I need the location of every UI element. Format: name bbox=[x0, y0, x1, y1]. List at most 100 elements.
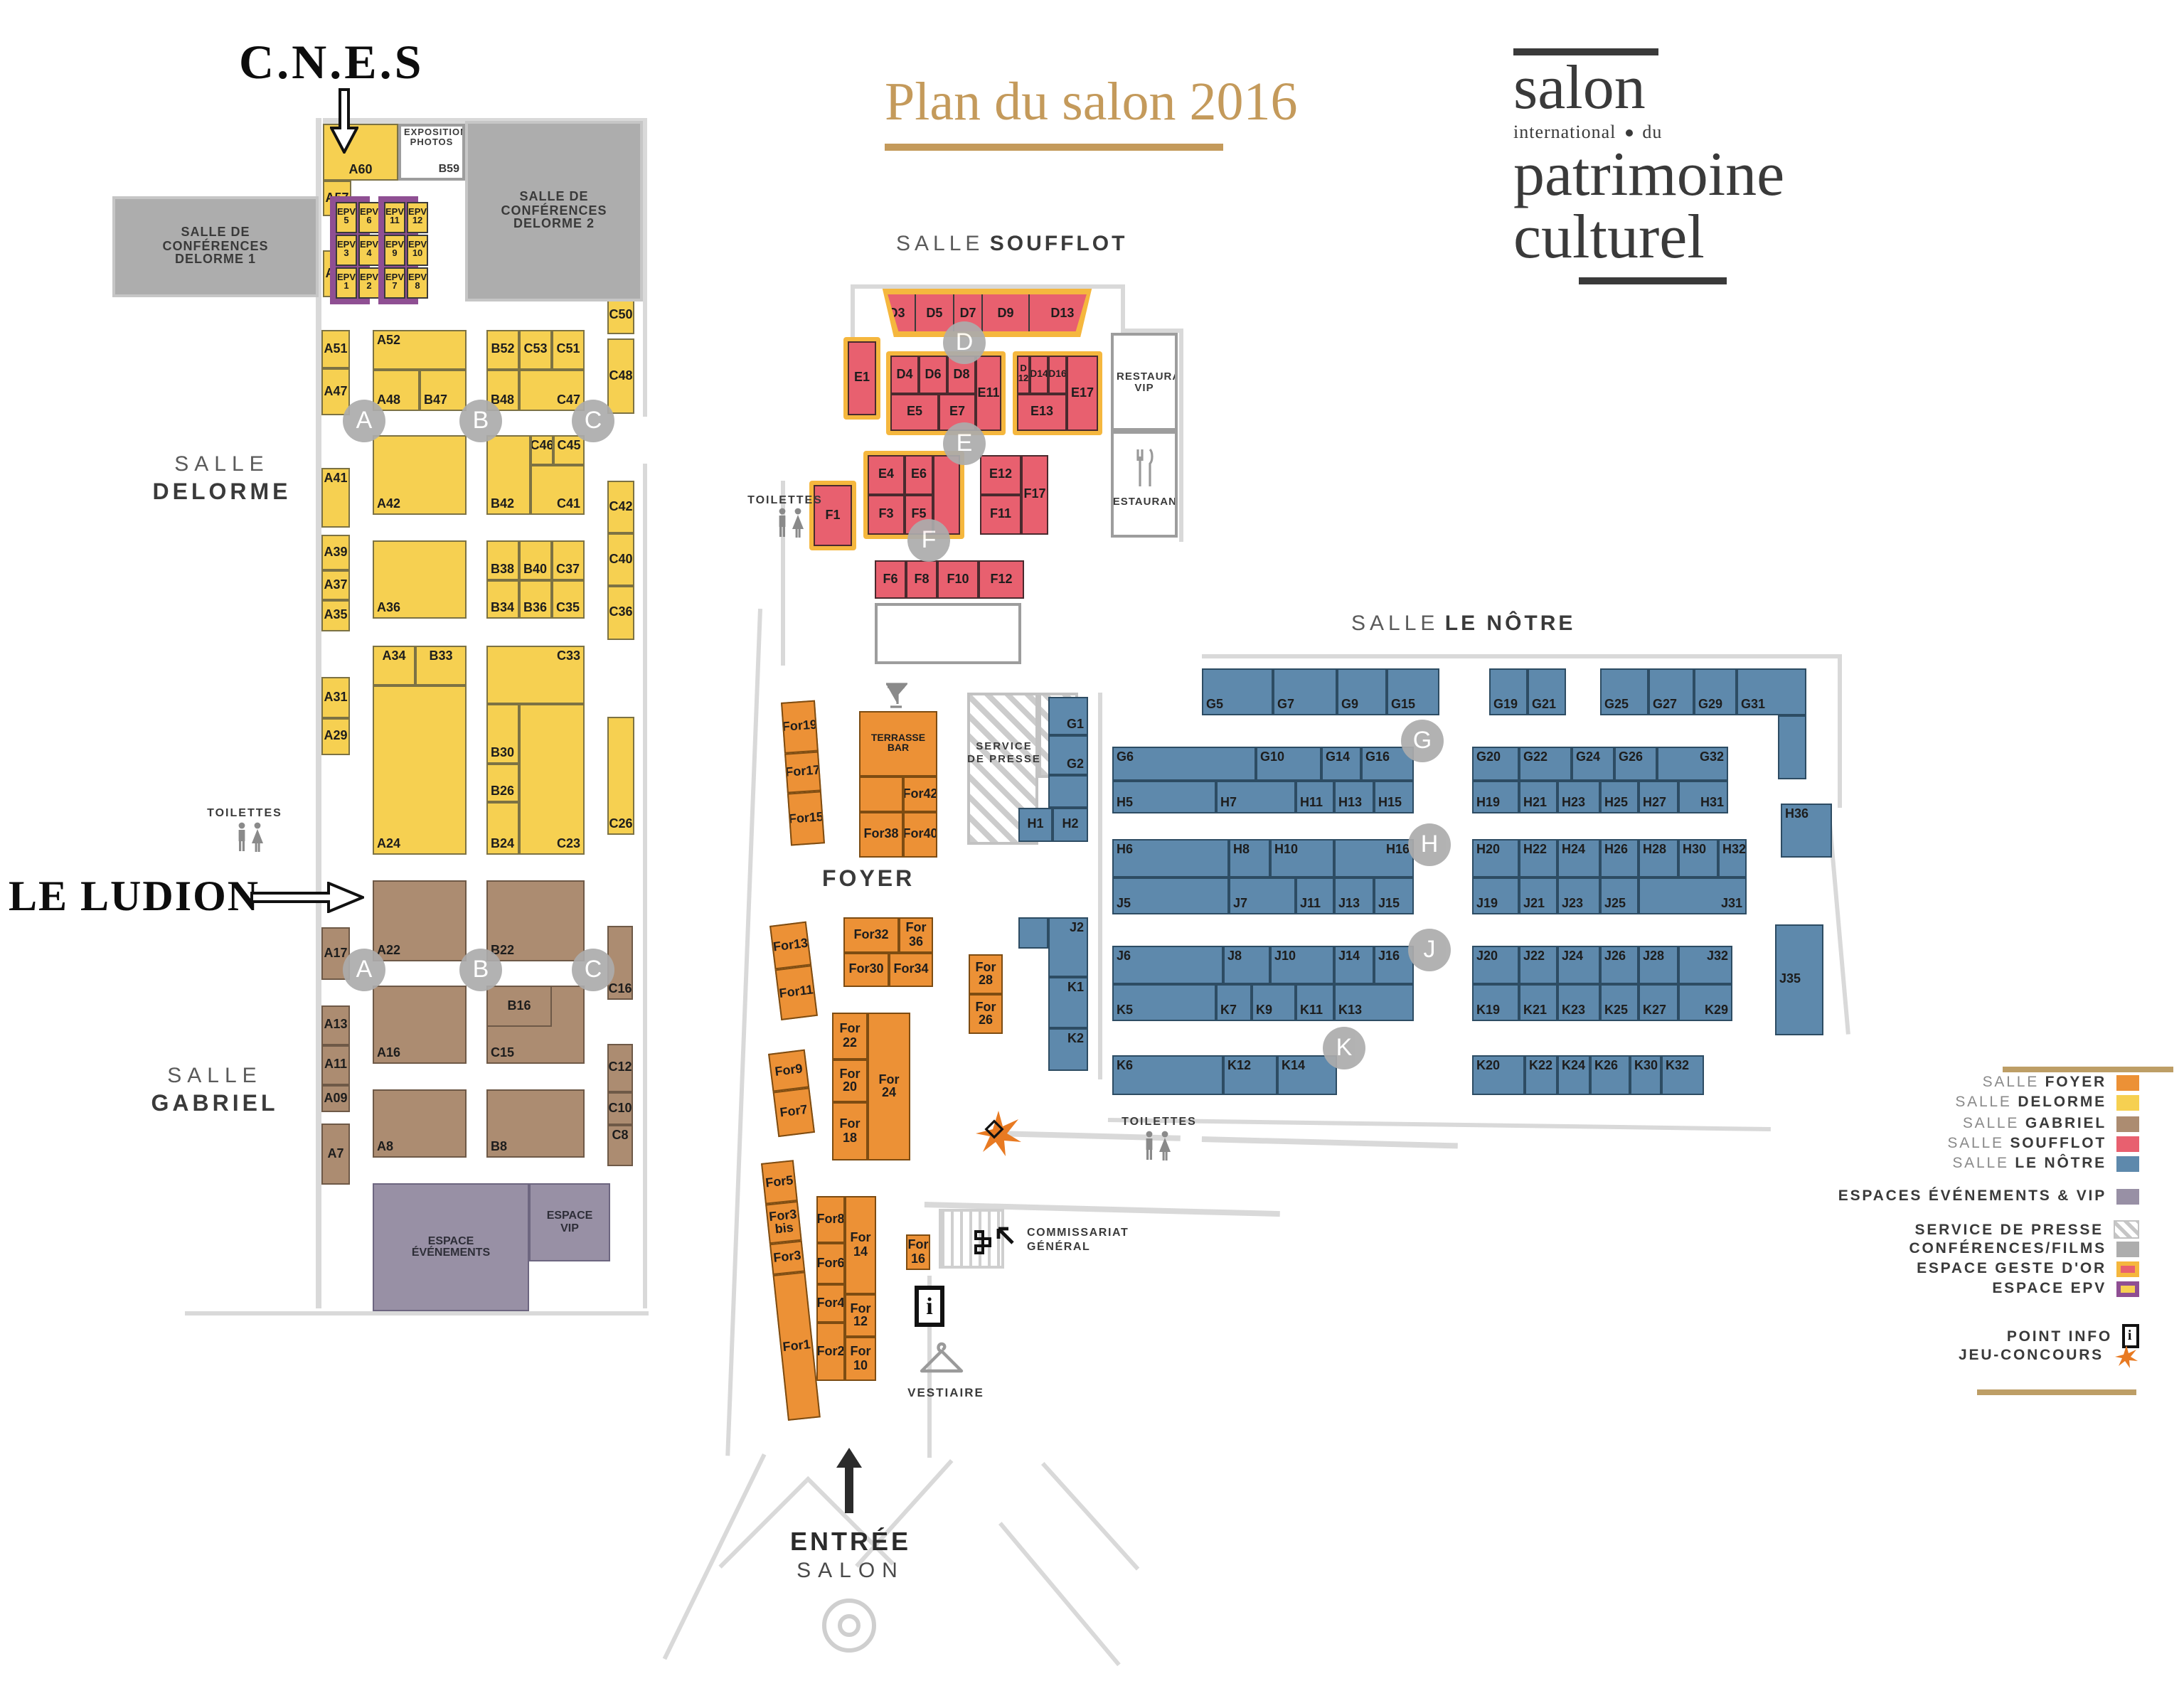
legend-swatch-gestedor bbox=[2116, 1261, 2139, 1276]
booth-j13: J13 bbox=[1334, 877, 1374, 914]
booth-g15: G15 bbox=[1387, 668, 1439, 715]
label-toilettes-delorme: TOILETTES bbox=[207, 806, 282, 819]
page-title: Plan du salon 2016 bbox=[885, 73, 1298, 132]
booth-h28: H28 bbox=[1639, 839, 1678, 877]
booth-j14: J14 bbox=[1334, 946, 1374, 984]
booth-for30: For30 bbox=[843, 953, 889, 987]
booth-j11: J11 bbox=[1296, 877, 1334, 914]
booth-h26: H26 bbox=[1600, 839, 1639, 877]
stairs-icon bbox=[939, 1209, 1004, 1269]
booth-j5: J5 bbox=[1112, 877, 1229, 914]
booth-c40: C40 bbox=[607, 533, 634, 586]
booth-f11: F11 bbox=[980, 495, 1021, 535]
booth-k1: K1 bbox=[1048, 977, 1088, 1028]
booth-h16: H16 bbox=[1334, 839, 1414, 877]
legend-bar-bottom bbox=[1977, 1389, 2136, 1395]
jeu-concours-star-icon bbox=[976, 1111, 1021, 1156]
booth-g24: G24 bbox=[1572, 747, 1614, 781]
booth-g10: G10 bbox=[1256, 747, 1321, 781]
booth-e12: E12 bbox=[980, 455, 1021, 495]
booth-g1: G1 bbox=[1048, 697, 1088, 735]
booth-j21: J21 bbox=[1519, 877, 1557, 914]
booth-h2: H2 bbox=[1053, 808, 1088, 842]
wall-segment bbox=[1201, 1136, 1458, 1149]
booth-c46: C46 bbox=[531, 435, 553, 465]
booth-h10: H10 bbox=[1270, 839, 1334, 877]
booth-b40: B40 bbox=[519, 540, 552, 580]
wall-segment bbox=[643, 118, 647, 417]
booth-j26: J26 bbox=[1600, 946, 1639, 984]
wall-segment bbox=[851, 284, 1121, 289]
booth-h23: H23 bbox=[1557, 781, 1600, 813]
aisle-letter-c: C bbox=[572, 400, 614, 442]
booth-c36: C36 bbox=[607, 586, 634, 640]
toilettes-icon-soufflot bbox=[779, 508, 804, 538]
booth-a17: A17 bbox=[321, 927, 350, 980]
booth-j24: J24 bbox=[1557, 946, 1600, 984]
map-area bbox=[1018, 917, 1048, 949]
booth-c45: C45 bbox=[553, 435, 585, 465]
entrance-arrow-icon bbox=[836, 1448, 862, 1513]
wall-segment bbox=[725, 609, 762, 1456]
annotation-cnes: C.N.E.S bbox=[239, 37, 425, 90]
legend-item-espace-geste-d-or: ESPACE GESTE D'OR bbox=[1769, 1260, 2139, 1277]
booth-b48: B48 bbox=[486, 370, 519, 411]
booth-f1: F1 bbox=[814, 485, 852, 546]
aisle-letter-b: B bbox=[459, 949, 502, 991]
booth-h7: H7 bbox=[1216, 781, 1296, 813]
booth-for4: For4 bbox=[816, 1284, 845, 1323]
legend-swatch-star bbox=[2114, 1345, 2139, 1368]
booth-f8: F8 bbox=[906, 560, 937, 599]
logo-patrimoine: patrimoine bbox=[1513, 139, 1785, 210]
booth-h20: H20 bbox=[1472, 839, 1519, 877]
wall-segment bbox=[1838, 654, 1842, 808]
booth-d16: D16 bbox=[1048, 356, 1067, 394]
wall-segment bbox=[1179, 329, 1183, 542]
booth-c50: C50 bbox=[607, 297, 634, 334]
legend-swatch-info: i bbox=[2122, 1324, 2139, 1348]
ludion-arrow-icon bbox=[250, 882, 364, 913]
booth-e11: E11 bbox=[976, 356, 1001, 431]
booth-for3: For3 bbox=[769, 1240, 806, 1276]
booth-g25: G25 bbox=[1600, 668, 1648, 715]
booth-b47: B47 bbox=[420, 370, 467, 411]
booth-k11: K11 bbox=[1296, 984, 1334, 1021]
booth-h32: H32 bbox=[1718, 839, 1747, 877]
wall-segment bbox=[1098, 693, 1102, 1079]
booth-d6: D6 bbox=[919, 356, 947, 394]
booth-b59: B59 bbox=[438, 161, 459, 175]
booth-c41: C41 bbox=[531, 465, 585, 515]
booth-k6: K6 bbox=[1112, 1055, 1223, 1095]
legend-item-le-nôtre: SALLE LE NÔTRE bbox=[1769, 1155, 2139, 1172]
restaurant-vip-block: RESTAURANT VIP bbox=[1111, 333, 1178, 431]
booth-a31: A31 bbox=[321, 677, 350, 718]
booth-h13: H13 bbox=[1334, 781, 1374, 813]
booth-e6: E6 bbox=[905, 455, 933, 495]
booth-a35: A35 bbox=[321, 600, 350, 631]
booth-c37: C37 bbox=[552, 540, 585, 580]
booth-a09: A09 bbox=[321, 1085, 350, 1112]
wall-segment bbox=[662, 1453, 767, 1660]
legend-item-delorme: SALLE DELORME bbox=[1769, 1094, 2139, 1111]
booth-k9: K9 bbox=[1252, 984, 1296, 1021]
booth-b33: B33 bbox=[415, 646, 467, 685]
booth-a47: A47 bbox=[321, 368, 350, 415]
booth-e17: E17 bbox=[1067, 356, 1098, 431]
booth-k32: K32 bbox=[1661, 1055, 1704, 1095]
booth-h22: H22 bbox=[1519, 839, 1557, 877]
booth-b26: B26 bbox=[486, 764, 519, 802]
booth-d13: D13 bbox=[1028, 294, 1087, 331]
booth-c10: C10 bbox=[607, 1092, 633, 1125]
